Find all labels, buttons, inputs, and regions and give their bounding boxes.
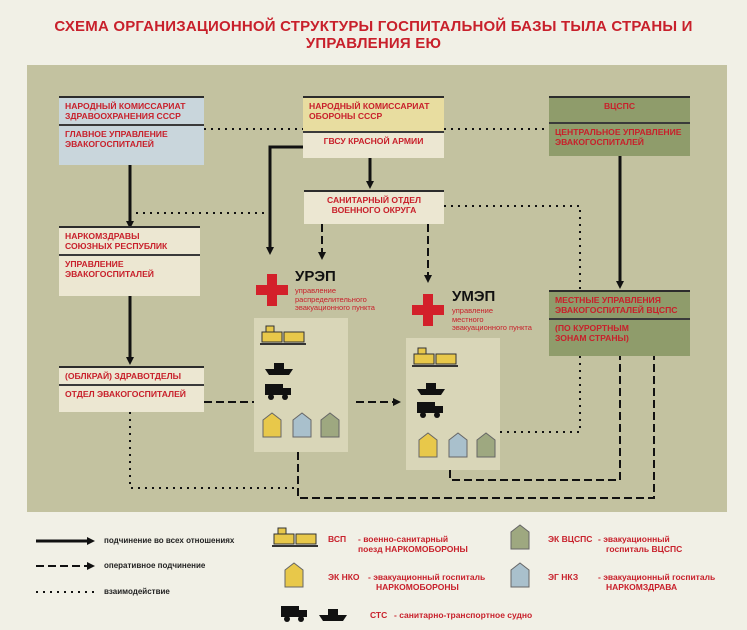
box-text: ОТДЕЛ ЭВАКОГОСПИТАЛЕЙ	[65, 389, 186, 399]
box-local-administrations-vcsps: МЕСТНЫЕ УПРАВЛЕНИЯ ЭВАКОГОСПИТАЛЕЙ ВЦСПС…	[549, 290, 690, 356]
medical-ship-icon	[417, 383, 445, 395]
urep-subtitle: управление распределительного эвакуацион…	[295, 286, 375, 313]
box-text: ГЛАВНОЕ УПРАВЛЕНИЕ	[65, 129, 168, 139]
urep-label: УРЭП	[295, 268, 336, 285]
urep-sub-line: распределительного	[295, 294, 367, 304]
box-text: ЦЕНТРАЛЬНОЕ УПРАВЛЕНИЕ	[555, 127, 682, 137]
legend-vsp-abbr: ВСП	[328, 534, 347, 544]
hospital-vcsps-icon	[476, 432, 496, 458]
legend-solid-label: подчинение во всех отношениях	[104, 536, 235, 545]
legend-ambulance-icon	[281, 606, 307, 622]
box-text: ЭВАКОГОСПИТАЛЕЙ	[65, 139, 154, 149]
box-text: ЭВАКОГОСПИТАЛЕЙ	[65, 269, 154, 279]
hospital-nko-icon	[262, 412, 282, 438]
box-text: ЭВАКОГОСПИТАЛЕЙ ВЦСПС	[555, 305, 678, 315]
legend-medical-train-icon	[272, 527, 318, 547]
box-text: УПРАВЛЕНИЕ	[65, 259, 124, 269]
box-sanitary-department: САНИТАРНЫЙ ОТДЕЛ ВОЕННОГО ОКРУГА	[304, 190, 444, 224]
ambulance-icon	[417, 402, 443, 418]
legend-ekvcsps-desc-line: - эвакуационный	[598, 534, 670, 544]
legend-vsp-desc: - военно-санитарный поезд НАРКОМОБОРОНЫ	[358, 534, 468, 554]
legend-egnkz-desc-line: - эвакуационный госпиталь	[598, 572, 716, 582]
hospital-nkz-icon	[292, 412, 312, 438]
legend-egnkz-desc-line: НАРКОМЗДРАВА	[606, 582, 678, 592]
hospital-vcsps-icon	[320, 412, 340, 438]
legend-eknko-desc: - эвакуационный госпиталь НАРКОМОБОРОНЫ	[368, 572, 485, 592]
page-title: СХЕМА ОРГАНИЗАЦИОННОЙ СТРУКТУРЫ ГОСПИТАЛ…	[54, 18, 693, 52]
legend-ekvcsps-abbr: ЭК ВЦСПС	[548, 534, 593, 544]
box-narkomoborony-ussr: НАРОДНЫЙ КОМИССАРИАТ ОБОРОНЫ СССР ГВСУ К…	[303, 96, 444, 158]
box-text: МЕСТНЫЕ УПРАВЛЕНИЯ	[555, 295, 661, 305]
box-text: САНИТАРНЫЙ ОТДЕЛ	[326, 195, 421, 205]
legend-hospital-nko-icon	[284, 562, 304, 588]
box-text: ЗОНАМ СТРАНЫ)	[555, 333, 629, 343]
legend-vsp-desc-line: - военно-санитарный	[358, 534, 449, 544]
legend-sts-abbr: СТС	[370, 610, 388, 620]
legend-ekvcsps-desc: - эвакуационный госпиталь ВЦСПС	[598, 534, 682, 554]
ambulance-icon	[265, 384, 291, 400]
box-text: НАРКОМЗДРАВЫ	[65, 231, 140, 241]
legend	[0, 512, 747, 630]
hospital-nkz-icon	[448, 432, 468, 458]
umep-sub-line: местного	[452, 314, 484, 324]
legend-eknko-desc-line: НАРКОМОБОРОНЫ	[376, 582, 459, 592]
box-text: (ОБЛКРАЙ) ЗДРАВОТДЕЛЫ	[65, 371, 182, 381]
umep-red-cross-icon	[412, 294, 444, 326]
box-vcsps: ВЦСПС ЦЕНТРАЛЬНОЕ УПРАВЛЕНИЕ ЭВАКОГОСПИТ…	[549, 96, 690, 156]
umep-asset-group	[406, 338, 500, 470]
box-text: ВОЕННОГО ОКРУГА	[331, 205, 417, 215]
box-text: НАРОДНЫЙ КОМИССАРИАТ	[309, 101, 430, 111]
box-text: ОБОРОНЫ СССР	[309, 111, 383, 121]
box-text: ЭВАКОГОСПИТАЛЕЙ	[555, 137, 644, 147]
legend-eknko-abbr: ЭК НКО	[328, 572, 360, 582]
umep-sub-line: управление	[452, 306, 494, 315]
legend-ekvcsps-desc-line: госпиталь ВЦСПС	[606, 544, 683, 554]
medical-train-icon	[260, 325, 306, 345]
box-text: ЗДРАВООХРАНЕНИЯ СССР	[65, 111, 181, 121]
legend-hospital-vcsps-icon	[510, 524, 530, 550]
box-text: НАРОДНЫЙ КОМИССАРИАТ	[65, 101, 186, 111]
medical-ship-icon	[265, 363, 293, 375]
medical-train-icon	[412, 347, 458, 367]
legend-sts-desc: - санитарно-транспортное судно	[394, 610, 533, 620]
box-narkomzdravy-republics: НАРКОМЗДРАВЫ СОЮЗНЫХ РЕСПУБЛИК УПРАВЛЕНИ…	[59, 226, 200, 296]
legend-dotted-label: взаимодействие	[104, 587, 170, 596]
box-oblkray-zdravotdely: (ОБЛКРАЙ) ЗДРАВОТДЕЛЫ ОТДЕЛ ЭВАКОГОСПИТА…	[59, 366, 204, 412]
box-narkomzdrav-ussr: НАРОДНЫЙ КОМИССАРИАТ ЗДРАВООХРАНЕНИЯ ССС…	[59, 96, 204, 165]
umep-subtitle: управление местного эвакуационного пункт…	[452, 306, 532, 333]
legend-hospital-nkz-icon	[510, 562, 530, 588]
legend-egnkz-abbr: ЭГ НКЗ	[548, 572, 579, 582]
urep-sub-line: эвакуационного пункта	[295, 303, 375, 312]
legend-egnkz-desc: - эвакуационный госпиталь НАРКОМЗДРАВА	[598, 572, 715, 592]
hospital-nko-icon	[418, 432, 438, 458]
urep-sub-line: управление	[295, 286, 337, 295]
legend-dashed-label: оперативное подчинение	[104, 561, 206, 570]
urep-red-cross-icon	[256, 274, 288, 306]
umep-sub-line: эвакуационного пункта	[452, 323, 532, 332]
box-text: СОЮЗНЫХ РЕСПУБЛИК	[65, 241, 168, 251]
box-text: (ПО КУРОРТНЫМ	[555, 323, 629, 333]
legend-medical-ship-icon	[319, 609, 347, 621]
umep-label: УМЭП	[452, 288, 496, 305]
legend-vsp-desc-line: поезд НАРКОМОБОРОНЫ	[358, 544, 468, 554]
box-text: ГВСУ КРАСНОЙ АРМИИ	[323, 136, 424, 146]
urep-asset-group	[254, 318, 348, 452]
legend-eknko-desc-line: - эвакуационный госпиталь	[368, 572, 486, 582]
box-text: ВЦСПС	[603, 101, 636, 111]
